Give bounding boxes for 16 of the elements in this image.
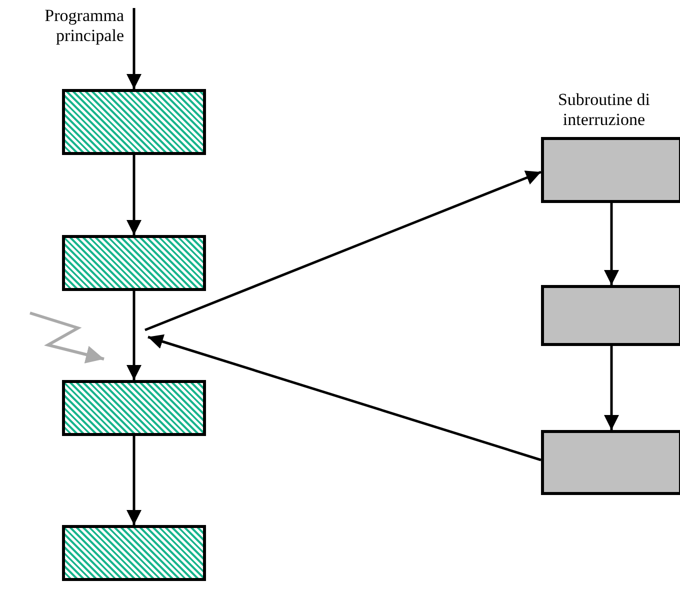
hatched-box <box>62 525 206 581</box>
process-box <box>541 285 680 346</box>
arrow <box>126 291 142 380</box>
arrow <box>604 346 619 430</box>
arrow <box>126 8 142 89</box>
hatched-box <box>62 89 206 155</box>
arrow <box>126 155 142 235</box>
hatched-box <box>62 380 206 436</box>
process-box <box>541 430 680 495</box>
arrow <box>126 436 142 525</box>
arrow <box>148 334 542 462</box>
program-label: Programma principale <box>44 6 124 46</box>
arrow <box>604 203 619 285</box>
arrow <box>144 170 542 332</box>
hatched-box <box>62 235 206 291</box>
heading: Subroutine di interruzione <box>556 90 652 130</box>
